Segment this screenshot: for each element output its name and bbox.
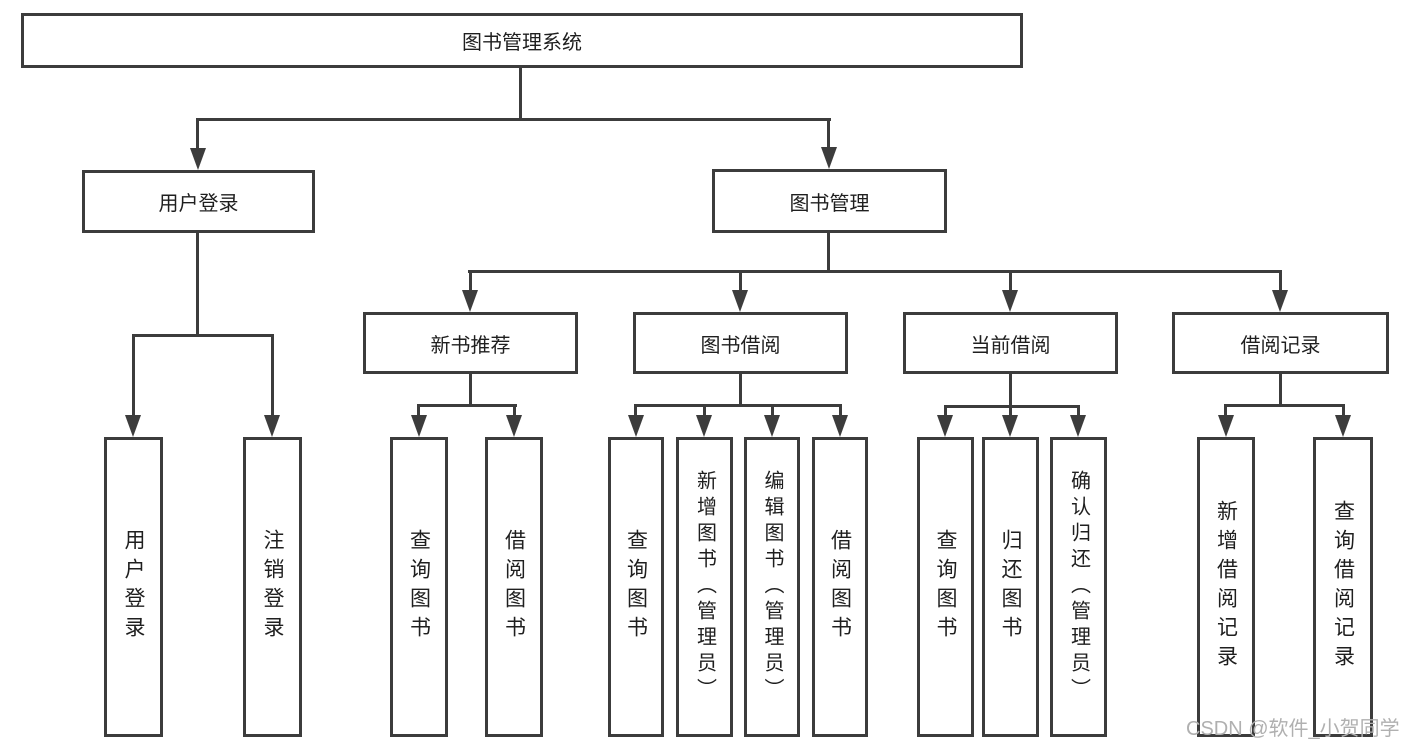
connector-root-stem <box>519 68 522 120</box>
arrowhead-down-icon <box>1002 290 1018 312</box>
connector-login-hline <box>132 334 274 337</box>
node-root: 图书管理系统 <box>21 13 1023 68</box>
leaf-label: 查询图书 <box>934 529 957 645</box>
leaf-label: 新增图书（管理员） <box>693 470 716 704</box>
leaf-label: 查询借阅记录 <box>1331 500 1355 674</box>
leaf-label: 借阅图书 <box>502 529 526 645</box>
node-book-borrow: 图书借阅 <box>633 312 848 374</box>
leaf-label: 查询图书 <box>624 529 648 645</box>
connector-currentborrow-stem <box>1009 374 1012 407</box>
connector-to-borrow-records <box>1279 270 1282 290</box>
connector-records-stem <box>1279 374 1282 406</box>
leaf-label: 确认归还（管理员） <box>1067 470 1090 704</box>
connector-to-current-borrow <box>1009 270 1012 290</box>
arrowhead-down-icon <box>1070 415 1086 437</box>
leaf-user-login: 用户登录 <box>104 437 163 737</box>
connector-leaf-stem <box>703 404 706 415</box>
connector-newbook-stem <box>469 374 472 406</box>
arrowhead-down-icon <box>696 415 712 437</box>
node-book-management-label: 图书管理 <box>789 192 870 215</box>
arrowhead-down-icon <box>1272 290 1288 312</box>
connector-to-leaf-logout <box>271 334 274 415</box>
arrowhead-down-icon <box>1002 415 1018 437</box>
connector-records-hline <box>1224 404 1345 407</box>
connector-to-book-borrow <box>739 270 742 290</box>
arrowhead-down-icon <box>190 148 206 170</box>
arrowhead-down-icon <box>1218 415 1234 437</box>
leaf-label: 查询图书 <box>407 529 431 645</box>
arrowhead-down-icon <box>125 415 141 437</box>
connector-leaf-stem <box>771 404 774 415</box>
arrowhead-down-icon <box>462 290 478 312</box>
arrowhead-down-icon <box>1335 415 1351 437</box>
node-root-label: 图书管理系统 <box>462 32 582 54</box>
node-book-borrow-label: 图书借阅 <box>700 334 781 357</box>
connector-to-user-login <box>196 118 199 148</box>
arrowhead-down-icon <box>506 415 522 437</box>
connector-leaf-stem <box>1009 405 1012 415</box>
connector-leaf-stem <box>634 404 637 415</box>
connector-level1-hline <box>196 118 831 121</box>
leaf-query-books-current: 查询图书 <box>917 437 974 737</box>
arrowhead-down-icon <box>411 415 427 437</box>
leaf-query-books-recommend: 查询图书 <box>390 437 448 737</box>
leaf-label: 用户登录 <box>122 529 145 645</box>
node-user-login: 用户登录 <box>82 170 315 233</box>
leaf-borrow-books-recommend: 借阅图书 <box>485 437 543 737</box>
connector-to-new-book <box>469 270 472 290</box>
leaf-label: 注销登录 <box>261 529 284 645</box>
arrowhead-down-icon <box>764 415 780 437</box>
node-new-book-recommend: 新书推荐 <box>363 312 578 374</box>
arrowhead-down-icon <box>821 147 837 169</box>
connector-bookborrow-stem <box>739 374 742 406</box>
leaf-add-book-admin: 新增图书（管理员） <box>676 437 733 737</box>
arrowhead-down-icon <box>264 415 280 437</box>
leaf-edit-book-admin: 编辑图书（管理员） <box>744 437 800 737</box>
connector-leaf-stem <box>1224 404 1227 415</box>
connector-leaf-stem <box>1342 404 1345 415</box>
leaf-label: 归还图书 <box>999 529 1022 645</box>
leaf-label: 编辑图书（管理员） <box>761 470 783 704</box>
leaf-query-borrow-record: 查询借阅记录 <box>1313 437 1373 737</box>
arrowhead-down-icon <box>628 415 644 437</box>
node-current-borrow-label: 当前借阅 <box>970 334 1051 357</box>
connector-leaf-stem <box>1077 405 1080 415</box>
connector-leaf-stem <box>839 404 842 415</box>
leaf-add-borrow-record: 新增借阅记录 <box>1197 437 1255 737</box>
arrowhead-down-icon <box>732 290 748 312</box>
connector-mgmt-hline <box>468 270 1282 273</box>
leaf-label: 新增借阅记录 <box>1214 500 1238 674</box>
leaf-label: 借阅图书 <box>828 529 852 645</box>
leaf-logout: 注销登录 <box>243 437 302 737</box>
connector-leaf-stem <box>944 405 947 415</box>
node-book-management: 图书管理 <box>712 169 947 233</box>
leaf-query-books-borrow: 查询图书 <box>608 437 664 737</box>
connector-leaf-stem <box>513 404 516 415</box>
node-user-login-label: 用户登录 <box>158 193 239 215</box>
arrowhead-down-icon <box>937 415 953 437</box>
leaf-return-books: 归还图书 <box>982 437 1039 737</box>
csdn-watermark: CSDN @软件_小贺同学 <box>1186 718 1400 740</box>
node-new-book-recommend-label: 新书推荐 <box>430 334 511 357</box>
connector-currentborrow-hline <box>944 405 1080 408</box>
leaf-confirm-return-admin: 确认归还（管理员） <box>1050 437 1107 737</box>
connector-mgmt-stem <box>827 233 830 271</box>
leaf-borrow-books-borrow: 借阅图书 <box>812 437 868 737</box>
connector-to-book-management <box>827 118 830 147</box>
connector-login-stem <box>196 233 199 334</box>
node-borrow-records-label: 借阅记录 <box>1240 334 1321 357</box>
node-current-borrow: 当前借阅 <box>903 312 1118 374</box>
connector-to-leaf-user-login <box>132 334 135 415</box>
connector-bookborrow-hline <box>634 404 842 407</box>
arrowhead-down-icon <box>832 415 848 437</box>
node-borrow-records: 借阅记录 <box>1172 312 1389 374</box>
connector-leaf-stem <box>417 404 420 415</box>
connector-newbook-hline <box>417 404 517 407</box>
